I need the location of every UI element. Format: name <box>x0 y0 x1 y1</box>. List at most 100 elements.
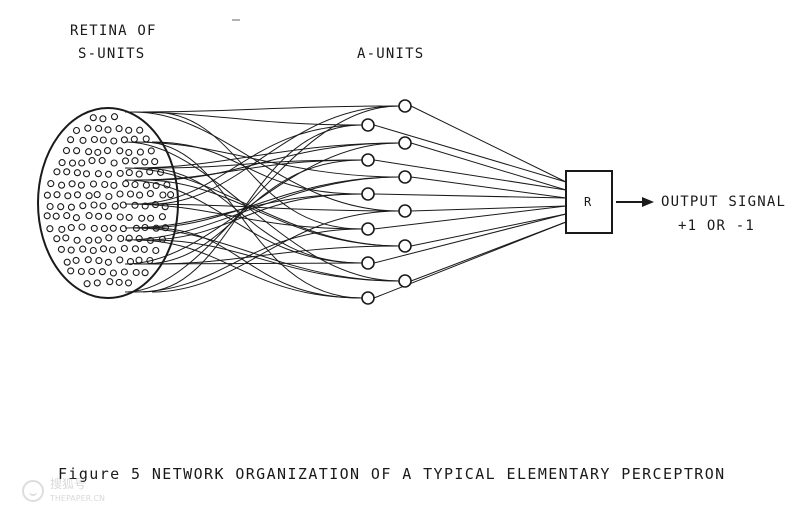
s-unit <box>98 268 106 276</box>
connection-line <box>151 105 400 205</box>
s-unit <box>158 213 166 221</box>
s-unit <box>142 135 150 143</box>
s-unit <box>53 191 61 199</box>
output-label-line-2: +1 OR -1 <box>678 218 756 234</box>
s-unit <box>95 124 103 133</box>
s-unit <box>119 201 127 209</box>
connection-line <box>410 105 567 183</box>
s-unit <box>72 214 80 222</box>
watermark: 搜狐号 THEPAPER.CN <box>22 477 105 504</box>
s-unit <box>100 225 108 233</box>
connection-line <box>124 167 400 247</box>
s-unit <box>67 136 75 144</box>
s-unit <box>111 202 119 210</box>
r-unit-label: R <box>584 195 593 209</box>
connections <box>124 105 567 299</box>
connection-line <box>151 227 363 299</box>
s-unit <box>120 244 128 253</box>
connection-line <box>142 203 400 212</box>
s-unit <box>104 170 113 178</box>
retina-label-line-1: RETINA OF <box>70 23 157 39</box>
s-unit <box>58 225 66 233</box>
s-unit <box>152 246 160 255</box>
s-unit <box>57 203 65 211</box>
s-unit <box>79 202 87 210</box>
s-unit <box>77 181 85 189</box>
a-units-label: A-UNITS <box>357 46 425 62</box>
s-unit <box>99 202 107 210</box>
s-unit <box>130 135 138 143</box>
s-unit <box>99 245 108 253</box>
s-unit <box>131 201 139 209</box>
s-unit <box>84 124 92 132</box>
s-unit <box>125 169 133 177</box>
s-unit <box>116 256 124 264</box>
s-unit <box>89 180 98 188</box>
connection-line <box>151 210 400 293</box>
s-unit <box>136 126 144 134</box>
s-unit <box>46 202 54 211</box>
s-unit <box>63 258 71 266</box>
s-unit <box>104 212 113 220</box>
connection-line <box>124 105 400 293</box>
s-unit <box>53 235 61 243</box>
s-unit <box>90 135 98 144</box>
a-unit <box>398 136 412 150</box>
connection-line <box>133 142 400 169</box>
connection-line <box>410 221 567 282</box>
s-unit <box>90 201 98 209</box>
s-unit <box>124 279 133 287</box>
s-unit <box>104 126 112 134</box>
s-unit <box>125 148 133 157</box>
connection-line <box>142 167 363 264</box>
s-unit <box>105 234 113 242</box>
s-unit <box>62 147 71 155</box>
s-unit <box>64 192 72 200</box>
s-unit <box>53 168 61 176</box>
s-unit <box>72 256 80 264</box>
a-unit <box>398 274 412 288</box>
connection-line <box>410 213 567 247</box>
s-unit <box>108 246 117 254</box>
s-unit <box>79 136 87 144</box>
s-unit <box>116 147 124 155</box>
a-unit <box>398 204 412 218</box>
s-unit <box>131 245 139 253</box>
connection-line <box>124 176 400 241</box>
s-unit <box>93 279 101 287</box>
connection-line <box>373 205 567 230</box>
a-unit <box>398 239 412 253</box>
s-unit <box>85 148 93 156</box>
s-unit <box>135 170 143 178</box>
s-unit <box>73 169 81 177</box>
s-unit <box>106 278 114 286</box>
connection-line <box>133 141 400 178</box>
s-unit <box>131 181 139 189</box>
s-unit <box>147 147 155 155</box>
s-unit <box>116 213 124 221</box>
s-unit <box>119 225 127 233</box>
s-unit <box>104 258 112 266</box>
s-unit <box>141 158 149 166</box>
s-unit <box>94 148 102 156</box>
s-unit <box>105 192 113 201</box>
s-unit <box>110 113 119 121</box>
s-unit <box>140 245 148 253</box>
s-unit <box>117 234 125 243</box>
a-unit <box>361 187 375 201</box>
s-unit <box>93 191 101 199</box>
s-unit <box>126 190 135 198</box>
s-unit <box>43 191 51 199</box>
retina-label-line-2: S-UNITS <box>78 46 146 62</box>
s-unit <box>85 236 93 244</box>
a-unit <box>398 99 412 113</box>
s-unit <box>136 191 144 199</box>
s-unit <box>109 224 117 232</box>
connection-line <box>373 193 567 199</box>
s-unit <box>132 268 140 277</box>
s-unit <box>85 192 93 200</box>
s-unit <box>131 157 139 165</box>
s-unit <box>52 212 60 220</box>
s-unit <box>67 203 75 211</box>
watermark-logo-icon <box>22 480 44 503</box>
